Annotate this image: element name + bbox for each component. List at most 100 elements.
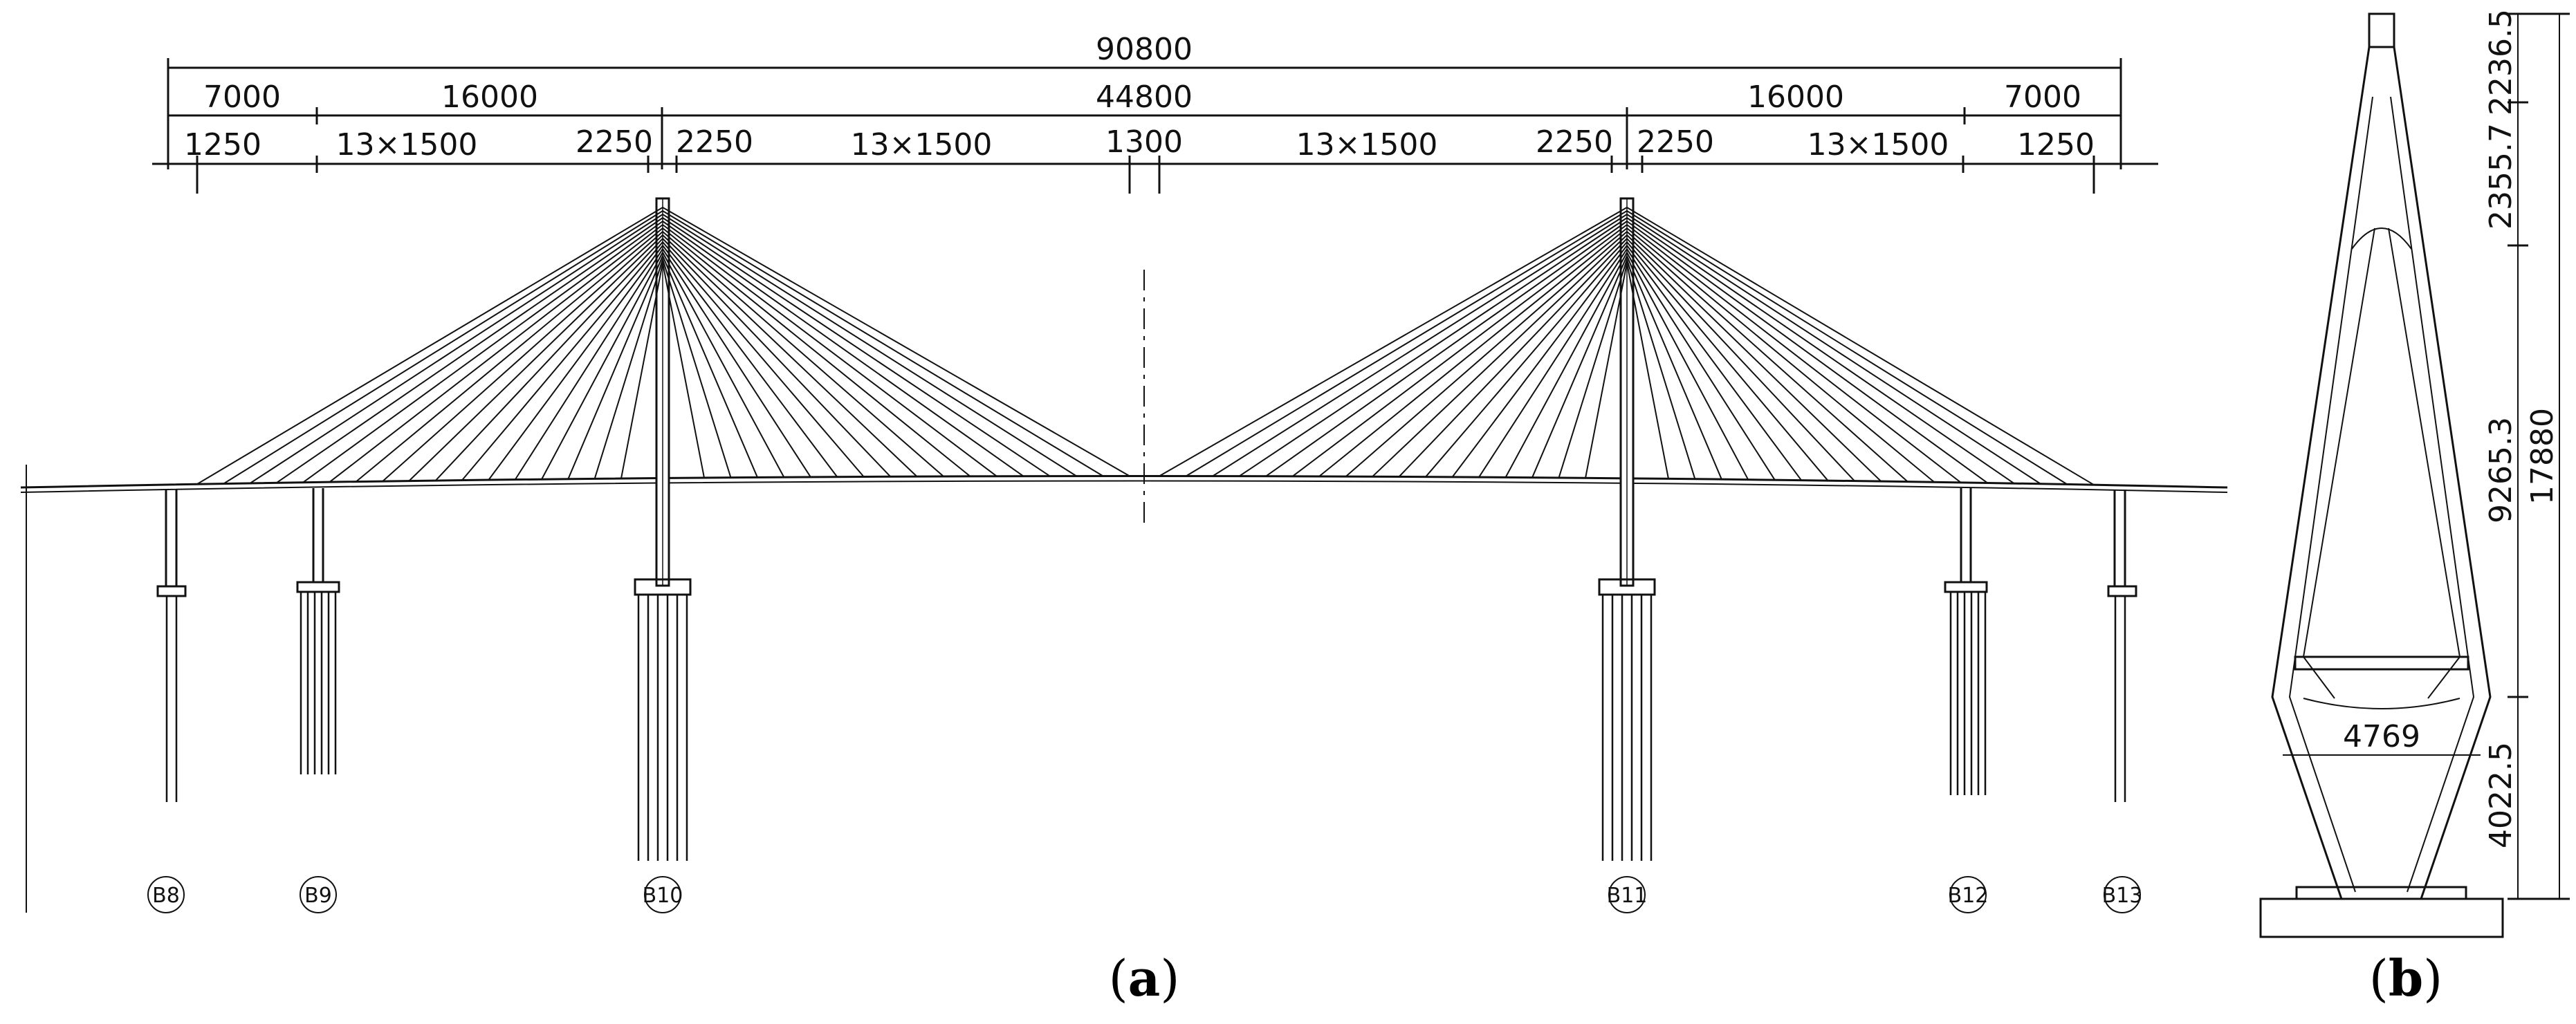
stay-cable: [1291, 224, 1628, 477]
stay-cable: [1372, 234, 1628, 478]
pier-circle-b9: [300, 876, 337, 913]
dim-b-middle: 9265.3: [2483, 417, 2519, 523]
stay-cable: [408, 234, 663, 482]
dim-seg-2250-3: 2250: [1536, 124, 1613, 160]
tower-arch: [2351, 227, 2412, 250]
stay-cable: [1626, 255, 1722, 480]
stay-cable: [1345, 231, 1628, 477]
stay-cable: [488, 245, 663, 481]
stay-cable: [1626, 207, 2095, 486]
pier-label-circles: [147, 876, 2141, 913]
stay-cable: [1626, 224, 1962, 483]
pier-label-b9: B9: [304, 884, 332, 908]
tower-outer-outline: [2271, 46, 2492, 900]
stay-cable: [302, 221, 663, 483]
deck-line: [20, 475, 2228, 489]
tower-leg-left: [2302, 227, 2375, 699]
stay-cable: [662, 248, 811, 478]
stay-cable: [276, 217, 663, 484]
stay-cable: [662, 234, 918, 477]
pier-label-b13: B13: [2102, 884, 2143, 908]
dim-b-upper: 2355.7: [2483, 123, 2519, 230]
stay-cable: [1626, 262, 1669, 479]
stay-cable: [1626, 214, 2041, 485]
caption-a-letter: a: [1128, 949, 1161, 1007]
stay-cable: [196, 207, 663, 485]
stay-cable: [329, 224, 663, 483]
stay-cable: [514, 248, 663, 481]
stay-cable: [662, 238, 891, 477]
caption-a: (a): [1109, 949, 1180, 1007]
dim-b-lower: 4022.5: [2483, 742, 2519, 848]
pier-circle-b11: [1608, 876, 1646, 913]
stay-cable: [1626, 248, 1776, 481]
pier-circle-b13: [2104, 876, 2141, 913]
stay-cable: [1531, 255, 1628, 478]
dim-seg-1250-left: 1250: [184, 127, 261, 162]
stay-cable: [1238, 217, 1628, 477]
dim-seg-13x1500-3: 13×1500: [1296, 127, 1438, 162]
pier-cap-b13: [2107, 585, 2137, 597]
stay-cable: [1478, 248, 1628, 478]
stay-cable: [1265, 221, 1628, 477]
stay-cable: [620, 262, 663, 479]
dim-seg-1300: 1300: [1105, 124, 1183, 160]
stay-cable: [1318, 227, 1628, 477]
dim-back-left: 16000: [441, 80, 538, 115]
dim-seg-13x1500-2: 13×1500: [851, 127, 993, 162]
stay-cable: [662, 259, 732, 478]
pier-circle-b10: [644, 876, 681, 913]
stay-cable: [662, 231, 944, 477]
stay-cable: [1626, 231, 1908, 483]
stay-cable: [1626, 227, 1935, 483]
tower-leg-right: [2388, 227, 2461, 699]
dim-seg-1250-right: 1250: [2017, 127, 2095, 162]
tower-crossbeam: [2303, 698, 2460, 709]
stay-cable: [1212, 214, 1628, 477]
stay-cable: [250, 214, 663, 484]
pier-circle-b8: [147, 876, 185, 913]
stay-cable: [662, 217, 1051, 477]
stay-cable: [1626, 210, 2068, 485]
stay-cable: [461, 241, 663, 481]
stay-cable: [1626, 245, 1803, 481]
stay-cable: [1425, 241, 1628, 478]
tower-top-cap: [2368, 12, 2395, 48]
stay-cable: [1626, 241, 1829, 481]
caption-b: (b): [2369, 949, 2443, 1007]
stay-cable: [1626, 252, 1749, 481]
dim-side-left: 7000: [203, 80, 281, 115]
pier-circle-b12: [1949, 876, 1987, 913]
pier-cap-b10: [634, 578, 692, 596]
dim-back-right: 16000: [1747, 80, 1844, 115]
dim-seg-13x1500-4: 13×1500: [1807, 127, 1949, 162]
pier-label-b8: B8: [152, 884, 180, 908]
stay-cable: [1451, 245, 1628, 478]
stay-cable: [662, 252, 785, 478]
dim-b-top: 2236.5: [2483, 9, 2519, 115]
stay-cable: [1626, 217, 2015, 485]
stay-cable: [1585, 262, 1628, 478]
stay-cable: [435, 238, 663, 481]
stay-cable: [223, 210, 663, 485]
pier-label-b12: B12: [1948, 884, 1989, 908]
tower-inner-right: [2390, 96, 2475, 893]
stay-cable: [1185, 210, 1628, 477]
pier-cap-b11: [1598, 578, 1656, 596]
dim-seg-2250-4: 2250: [1637, 124, 1714, 160]
stay-cable: [541, 252, 663, 480]
stay-cable: [662, 210, 1104, 477]
stay-cable: [662, 262, 705, 478]
stay-cable: [1626, 259, 1696, 480]
stay-cable: [662, 245, 838, 478]
pier-cap-b9: [296, 581, 340, 593]
pier-cap-b8: [156, 585, 187, 597]
dim-b-width: 4769: [2343, 719, 2420, 754]
stay-cable: [1398, 238, 1628, 478]
tower-plinth: [2295, 886, 2467, 900]
stay-cable: [1626, 234, 1882, 483]
stay-cable: [1159, 207, 1628, 477]
dim-middle: 44800: [1096, 80, 1193, 115]
